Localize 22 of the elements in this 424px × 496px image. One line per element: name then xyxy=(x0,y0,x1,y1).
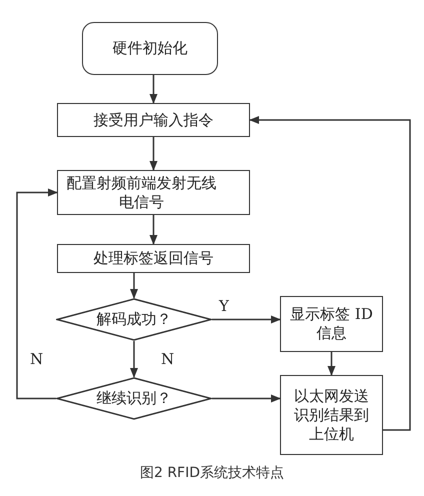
edge-label: Y xyxy=(218,298,230,314)
arrow xyxy=(212,316,281,324)
arrow xyxy=(130,341,138,378)
arrow xyxy=(150,215,158,245)
decision-diamond: 解码成功？ xyxy=(56,298,212,341)
process-box: 接受用户输入指令 xyxy=(57,103,250,137)
arrow xyxy=(150,75,158,104)
process-box: 以太网发送识别结果到上位机 xyxy=(280,375,383,455)
arrow xyxy=(130,273,138,299)
arrow xyxy=(328,352,336,376)
arrow xyxy=(16,188,58,400)
arrow xyxy=(150,137,158,171)
process-box: 显示标签 ID 信息 xyxy=(280,296,383,352)
edge-label: N xyxy=(29,350,44,366)
arrow xyxy=(249,116,411,431)
start-box: 硬件初始化 xyxy=(82,22,218,75)
process-box: 处理标签返回信号 xyxy=(57,244,250,273)
caption: 图2 RFID系统技术特点 xyxy=(138,464,286,482)
arrow xyxy=(212,394,281,402)
decision-diamond: 继续识别？ xyxy=(56,377,212,420)
edge-label: N xyxy=(160,351,176,367)
process-box: 配置射频前端发射无线电信号 xyxy=(57,170,250,215)
